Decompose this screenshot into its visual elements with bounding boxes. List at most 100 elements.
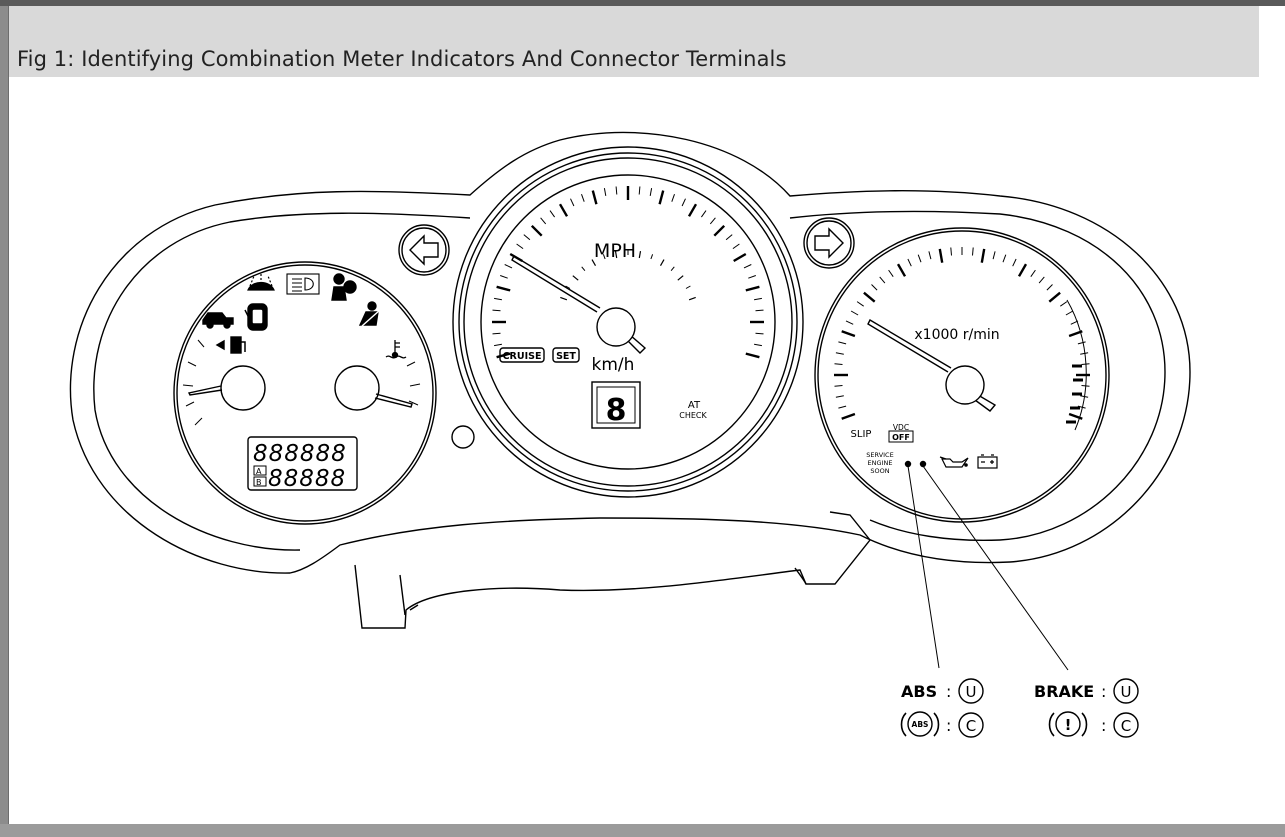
vdc-off-indicator xyxy=(888,430,914,443)
battery-icon xyxy=(977,454,998,469)
cluster-housing-inner xyxy=(93,210,1166,551)
speedometer-tick xyxy=(649,188,653,196)
speedometer-tick xyxy=(709,217,716,225)
speedometer-tick xyxy=(496,285,511,292)
left-gauge: 888888 A B 88888 xyxy=(173,261,437,525)
tachometer-tick xyxy=(841,330,856,338)
trip-b-label: B xyxy=(256,478,262,487)
figure-page: Fig 1: Identifying Combination Meter Ind… xyxy=(8,6,1260,824)
tachometer-ticks xyxy=(834,247,1090,420)
speedometer-tick xyxy=(549,210,556,218)
left-gauge-inner-ring xyxy=(176,264,434,522)
speedometer-dial-face xyxy=(480,174,776,470)
brake-terminal-c: C xyxy=(1121,717,1131,735)
coolant-temperature-icon xyxy=(385,340,407,359)
tachometer-tick xyxy=(1080,352,1089,355)
abs-callout-separator: : xyxy=(946,682,951,701)
tachometer-unit: x1000 r/min xyxy=(914,327,999,343)
speedometer-tick xyxy=(681,198,686,207)
tachometer-tick xyxy=(1002,254,1007,263)
speedometer-tick xyxy=(496,352,511,359)
speedometer-tick xyxy=(754,343,762,347)
speedometer-tick xyxy=(755,332,764,335)
speedometer-tick xyxy=(713,224,726,237)
service-engine-soon-line-2: ENGINE xyxy=(868,459,893,467)
tachometer-tick xyxy=(1060,301,1068,307)
airbag-icon xyxy=(331,273,357,301)
tachometer-tick xyxy=(845,320,854,325)
speedometer-tick xyxy=(558,203,569,217)
left-gauge-outer-ring xyxy=(173,261,437,525)
brake-callout-separator-2: : xyxy=(1101,716,1106,735)
tachometer-tick xyxy=(1012,258,1017,267)
service-engine-soon-line-3: SOON xyxy=(870,467,889,475)
cluster-housing-outline xyxy=(69,131,1191,574)
temp-ticks xyxy=(406,361,421,406)
tachometer-tick xyxy=(835,352,844,355)
speedometer: MPH km/h CRUISE SET 8 AT CHECK xyxy=(452,146,804,498)
fuel-needle xyxy=(187,385,223,396)
tachometer-tick xyxy=(928,251,932,260)
tachometer-tick xyxy=(907,258,912,267)
speedometer-outer-ring-1 xyxy=(452,146,804,498)
speedometer-tick xyxy=(725,234,733,241)
speedometer-tick xyxy=(581,194,585,202)
tachometer-needle-tail xyxy=(974,394,997,412)
gear-digit: 8 xyxy=(606,393,627,428)
speedometer-inner-tick xyxy=(659,259,665,266)
tachometer-tick xyxy=(863,291,876,303)
service-engine-soon-line-1: SERVICE xyxy=(866,451,893,459)
speedometer-tick xyxy=(494,297,502,301)
set-indicator xyxy=(552,347,580,363)
tachometer-tick xyxy=(871,284,878,291)
tachometer-tick xyxy=(1065,310,1074,316)
at-check-line-2: CHECK xyxy=(679,411,707,420)
abs-terminal-c-badge xyxy=(958,712,984,738)
speedometer-unit-kmh: km/h xyxy=(592,355,635,375)
speedometer-tick xyxy=(500,275,508,279)
speedometer-tick xyxy=(754,297,762,301)
at-check-line-1: AT xyxy=(688,400,701,411)
left-turn-arrow-icon xyxy=(398,224,450,276)
tachometer-tick xyxy=(856,301,864,307)
headlight-icon xyxy=(286,273,320,295)
brake-indicator-dot xyxy=(919,460,927,468)
odometer-row-1: 888888 xyxy=(253,441,347,467)
speedometer-inner-tick xyxy=(677,275,684,281)
brake-warning-symbol: ! xyxy=(1065,716,1072,734)
cruise-indicator xyxy=(499,347,545,363)
fuel-needle-hub xyxy=(220,365,266,411)
tachometer-tick xyxy=(980,248,986,263)
speedometer-tick xyxy=(540,217,547,225)
gear-position-display xyxy=(591,381,641,429)
right-gutter xyxy=(1259,6,1285,824)
tachometer-tick xyxy=(1048,291,1061,303)
tachometer-tick xyxy=(841,412,856,420)
tachometer-tick xyxy=(1077,405,1086,409)
speedometer-tick xyxy=(748,275,756,279)
fuel-ticks xyxy=(182,339,205,426)
speedometer-tick xyxy=(638,186,641,195)
speedometer-inner-tick xyxy=(638,250,642,259)
abs-callout-separator-2: : xyxy=(946,716,951,735)
speedometer-inner-tick xyxy=(614,250,618,259)
brake-callout: BRAKE : U ! : C xyxy=(1034,678,1139,738)
door-open-icon xyxy=(244,303,268,331)
tachometer-tick xyxy=(1038,276,1045,284)
speedometer-inner-tick xyxy=(688,296,696,301)
speedometer-tick xyxy=(755,309,764,312)
abs-leader-line xyxy=(907,465,940,669)
speedometer-needle-tail xyxy=(625,334,647,354)
window-bottom-border xyxy=(0,824,1285,837)
tachometer-tick xyxy=(1017,263,1028,277)
trip-a-label: A xyxy=(256,467,262,476)
speedometer-inner-tick xyxy=(670,266,675,272)
brake-callout-label: BRAKE xyxy=(1034,682,1094,701)
speedometer-tick xyxy=(745,285,760,292)
speedometer-needle xyxy=(511,255,601,313)
speedometer-tick xyxy=(516,243,524,250)
brake-callout-separator: : xyxy=(1101,682,1106,701)
seatbelt-icon xyxy=(358,301,381,327)
tachometer-hub xyxy=(945,365,985,405)
